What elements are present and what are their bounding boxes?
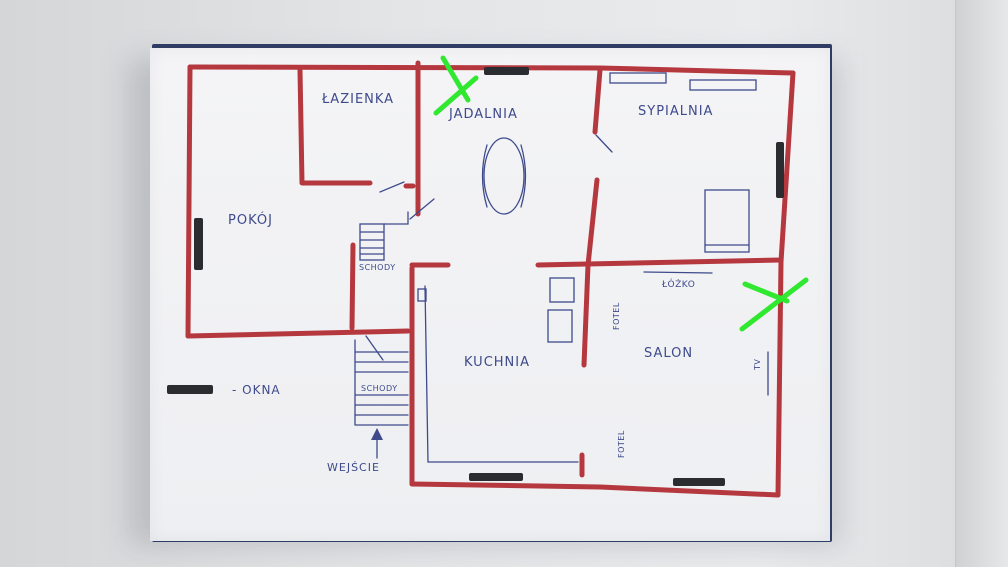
green-x-salon-2 [739,277,809,332]
label-sypialnia: SYPIALNIA [638,104,714,119]
stairs-upper-steps [359,231,385,255]
label-kuchnia: KUCHNIA [464,355,530,370]
sofa-line [643,271,713,274]
window-legend-sample [167,385,213,394]
outer-wall-left [185,64,193,339]
bed [704,189,750,253]
pen-details [354,72,769,463]
window-pokoj [194,218,203,270]
wall-sypialnia-left-lower [585,177,600,268]
wall-pokoj-bottom [185,328,411,339]
label-schody-lower: SCHODY [361,384,398,393]
label-schody-upper: SCHODY [359,263,396,272]
door-sypialnia [595,134,613,153]
label-lazienka: ŁAZIENKA [322,92,395,107]
label-pokoj: POKÓJ [228,213,273,228]
entrance-arrow-head [371,428,383,440]
window-kuchnia [469,473,523,481]
kitchen-cabinet-bottom [547,309,573,343]
kitchen-counter [424,285,579,463]
kitchen-cabinet-top [549,277,575,303]
door-pokoj [409,198,435,220]
wall-schody-left [349,242,356,331]
wall-sypialnia-left [592,67,603,135]
walls [185,60,796,498]
green-x-jadalnia-1 [440,55,471,103]
stairs-lower [354,339,409,426]
background-wall-edge [955,0,1008,567]
label-fotel-bottom: FOTEL [617,430,626,458]
label-lozko: ŁÓŻKO [662,280,696,290]
label-tv: TV [753,358,762,370]
label-salon: SALON [644,346,694,361]
green-x-jadalnia-2 [433,75,479,116]
chair-left [481,144,488,208]
dining-table [483,137,525,215]
legend-okna: - OKNA [232,383,281,397]
wardrobe-right [689,79,757,91]
door-schody [365,335,384,361]
wardrobe-left [609,72,667,84]
stairs-upper-rail [383,211,409,225]
outer-wall-right [775,70,796,498]
wall-kuchnia-salon [581,262,591,368]
paper-sheet [150,48,830,541]
window-salon [673,478,725,486]
green-x-marks [433,55,809,332]
window-sypialnia [776,142,784,198]
door-lazienka [379,181,405,193]
label-entrance: WEJŚCIE [327,461,380,474]
windows [167,67,784,486]
wall-salon-top [535,257,784,268]
label-jadalnia: JADALNIA [449,107,518,122]
outer-wall-bottom [409,481,781,498]
chair-right [520,144,527,208]
label-fotel-top: FOTEL [612,302,621,330]
wall-lazienka-left [297,67,373,186]
window-jadalnia [484,67,529,75]
kitchen-sink [417,288,427,302]
stairs-upper [359,223,385,261]
